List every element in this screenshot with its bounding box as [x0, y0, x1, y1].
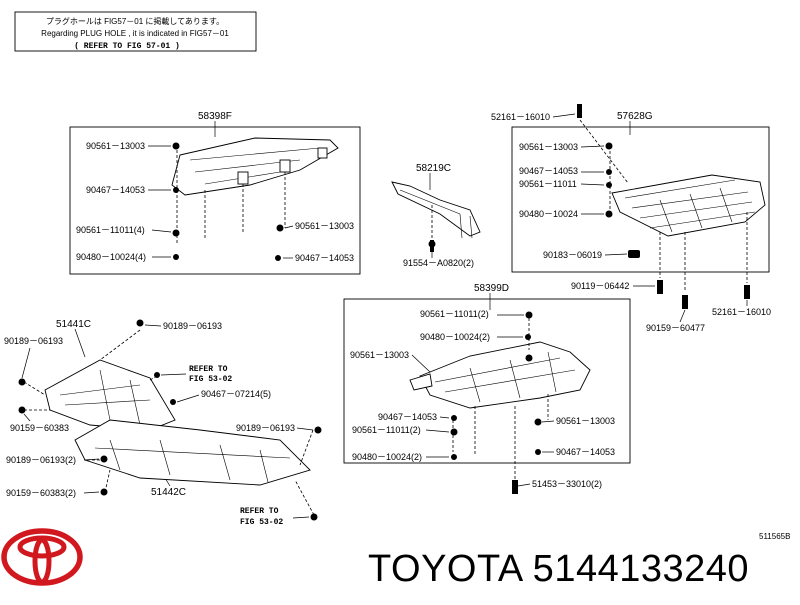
refer-to-2-line2: FIG 53-02 [240, 518, 283, 527]
group-58398F: 58398F 90561－13003 90467－14053 90561－110… [69, 111, 361, 275]
refer-to-1-line2: FIG 53-02 [189, 375, 232, 384]
refer-to-2-line1: REFER TO [240, 507, 279, 516]
note-line-2: Regarding PLUG HOLE , it is indicated in… [41, 29, 229, 38]
label-91554-A0820-2: 91554－A0820(2) [403, 258, 474, 268]
group-label-58219C: 58219C [416, 163, 451, 174]
group-label-51441C: 51441C [56, 319, 91, 330]
label-90159-60383-a: 90159－60383 [10, 423, 69, 433]
label-90561-11011-4: 90561－11011(4) [76, 225, 145, 235]
group-58219C: 58219C 91554－A0820(2) [391, 163, 481, 268]
label-90189-06193-a: 90189－06193 [4, 336, 63, 346]
label-90561-13003-b: 90561－13003 [295, 221, 354, 231]
label-90561-11011-c: 90561－11011 [519, 179, 577, 189]
label-90561-13003-d: 90561－13003 [350, 350, 409, 360]
group-58399D: 58399D 90561－11011(2) 90480－10024(2) 905… [343, 283, 631, 494]
label-90467-14053-d: 90467－14053 [378, 412, 437, 422]
label-51453-33010-2: 51453－33010(2) [532, 479, 602, 489]
label-90119-06442: 90119－06442 [571, 281, 629, 291]
label-90467-14053-c: 90467－14053 [519, 166, 578, 176]
group-label-57628G: 57628G [617, 111, 653, 122]
toyota-logo-icon [1, 528, 83, 586]
label-90480-10024-c: 90480－10024 [519, 209, 578, 219]
label-52161-16010-top: 52161－16010 [491, 112, 550, 122]
label-90561-11011-2a: 90561－11011(2) [420, 309, 489, 319]
label-90189-06193-b: 90189－06193 [163, 321, 222, 331]
group-57628G: 52161－16010 57628G 90561－13003 90467－140… [491, 104, 771, 333]
note-line-1: プラグホールは FIG57－01 に掲載してあります。 [46, 16, 224, 26]
note-line-3: ( REFER TO FIG 57-01 ) [74, 42, 180, 51]
label-90183-06019: 90183－06019 [543, 250, 602, 260]
label-90159-60477: 90159－60477 [646, 323, 705, 333]
label-90189-06193-2: 90189－06193(2) [6, 455, 76, 465]
label-90467-14053-b: 90467－14053 [295, 253, 354, 263]
illustration-id: 511565B [759, 532, 790, 541]
label-90159-60383-2: 90159－60383(2) [6, 488, 76, 498]
label-52161-16010-bot: 52161－16010 [712, 307, 771, 317]
group-label-58399D: 58399D [474, 283, 509, 294]
label-90561-13003-e: 90561－13003 [556, 416, 615, 426]
group-label-51442C: 51442C [151, 487, 186, 498]
label-90480-10024-2b: 90480－10024(2) [352, 452, 422, 462]
brand-part-number: TOYOTA 5144133240 [368, 548, 750, 590]
group-label-58398F: 58398F [198, 111, 232, 122]
label-90467-14053-a: 90467－14053 [86, 185, 145, 195]
refer-to-1-line1: REFER TO [189, 365, 228, 374]
label-90189-06193-c: 90189－06193 [236, 423, 295, 433]
plug-hole-note: プラグホールは FIG57－01 に掲載してあります。 Regarding PL… [14, 11, 257, 52]
label-90467-07214-5: 90467－07214(5) [201, 389, 271, 399]
group-51441C-51442C: 51441C 51442C 90189－06193 90189－06193 [4, 319, 322, 527]
label-90467-14053-e: 90467－14053 [556, 447, 615, 457]
label-90561-11011-2b: 90561－11011(2) [352, 425, 421, 435]
label-90480-10024-2a: 90480－10024(2) [420, 332, 490, 342]
label-90561-13003-a: 90561－13003 [86, 141, 145, 151]
label-90480-10024-4: 90480－10024(4) [76, 252, 146, 262]
label-90561-13003-c: 90561－13003 [519, 142, 578, 152]
